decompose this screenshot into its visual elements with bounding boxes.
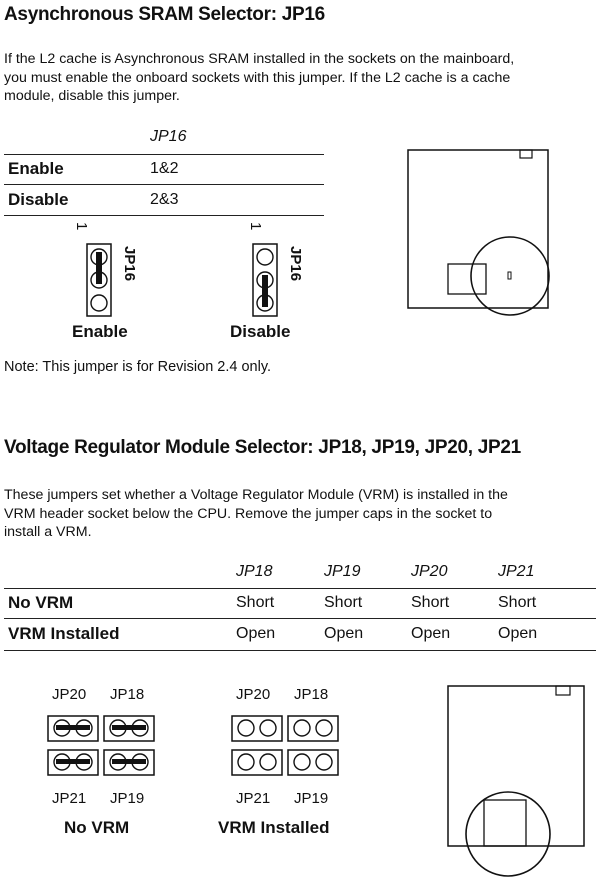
jp19-label: JP19	[110, 790, 145, 807]
vrm-col-header-jp18: JP18	[236, 563, 273, 580]
vrm-col-header-jp19: JP19	[324, 563, 361, 580]
vrm-cell: Open	[498, 625, 538, 642]
jumper-shorted-icon	[47, 715, 155, 776]
sram-para-line-3: module, disable this jumper.	[4, 88, 180, 104]
vrm-para-line-3: install a VRM.	[4, 524, 92, 540]
vrm-paragraph: These jumpers set whether a Voltage Regu…	[4, 486, 508, 542]
pin1-label: 1	[247, 222, 264, 231]
vrm-cell: Short	[411, 594, 450, 611]
vrm-cell: Short	[236, 594, 275, 611]
sram-heading: Asynchronous SRAM Selector: JP16	[4, 4, 325, 25]
sram-row-value-disable: 2&3	[150, 191, 179, 208]
jp20-label: JP20	[236, 686, 271, 703]
vrm-cell: Short	[498, 594, 537, 611]
sram-row-label-enable: Enable	[8, 159, 64, 178]
sram-para-line-1: If the L2 cache is Asynchronous SRAM ins…	[4, 51, 515, 67]
disable-caption: Disable	[230, 322, 291, 341]
vrm-col-header-jp20: JP20	[411, 563, 448, 580]
jp16-label: JP16	[121, 246, 138, 282]
jp19-label: JP19	[294, 790, 329, 807]
vrm-para-line-2: VRM header socket below the CPU. Remove …	[4, 505, 493, 522]
sram-row-label-disable: Disable	[8, 190, 69, 209]
pin1-label: 1	[73, 222, 90, 231]
vrm-cell: Open	[411, 625, 451, 642]
vrm-cell: Open	[324, 625, 364, 642]
jumper-open-icon	[231, 715, 339, 776]
vrm-heading: Voltage Regulator Module Selector: JP18,…	[4, 437, 521, 458]
mainboard-location-icon	[407, 149, 550, 316]
jp20-label: JP20	[52, 686, 87, 703]
jp16-label: JP16	[287, 246, 304, 282]
enable-caption: Enable	[72, 322, 128, 341]
mainboard-location-icon	[447, 685, 585, 877]
vrm-row-label-no-vrm: No VRM	[8, 593, 74, 612]
sram-col-header: JP16	[150, 128, 187, 145]
jumper-block-icon	[86, 243, 112, 317]
jp18-label: JP18	[110, 686, 145, 703]
sram-note: Note: This jumper is for Revision 2.4 on…	[4, 359, 272, 375]
vrm-para-line-1: These jumpers set whether a Voltage Regu…	[4, 487, 508, 503]
jp18-label: JP18	[294, 686, 329, 703]
vrm-cell: Open	[236, 625, 276, 642]
vrm-cell: Short	[324, 594, 363, 611]
sram-para-line-2: you must enable the onboard sockets with…	[4, 69, 511, 86]
jp21-label: JP21	[52, 790, 87, 807]
vrm-col-header-jp21: JP21	[498, 563, 535, 580]
vrm-row-label-installed: VRM Installed	[8, 624, 120, 643]
sram-row-value-enable: 1&2	[150, 160, 179, 177]
sram-paragraph: If the L2 cache is Asynchronous SRAM ins…	[4, 50, 514, 106]
vrm-installed-caption: VRM Installed	[218, 818, 330, 837]
jumper-block-icon	[252, 243, 278, 317]
no-vrm-caption: No VRM	[64, 818, 130, 837]
jp21-label: JP21	[236, 790, 271, 807]
